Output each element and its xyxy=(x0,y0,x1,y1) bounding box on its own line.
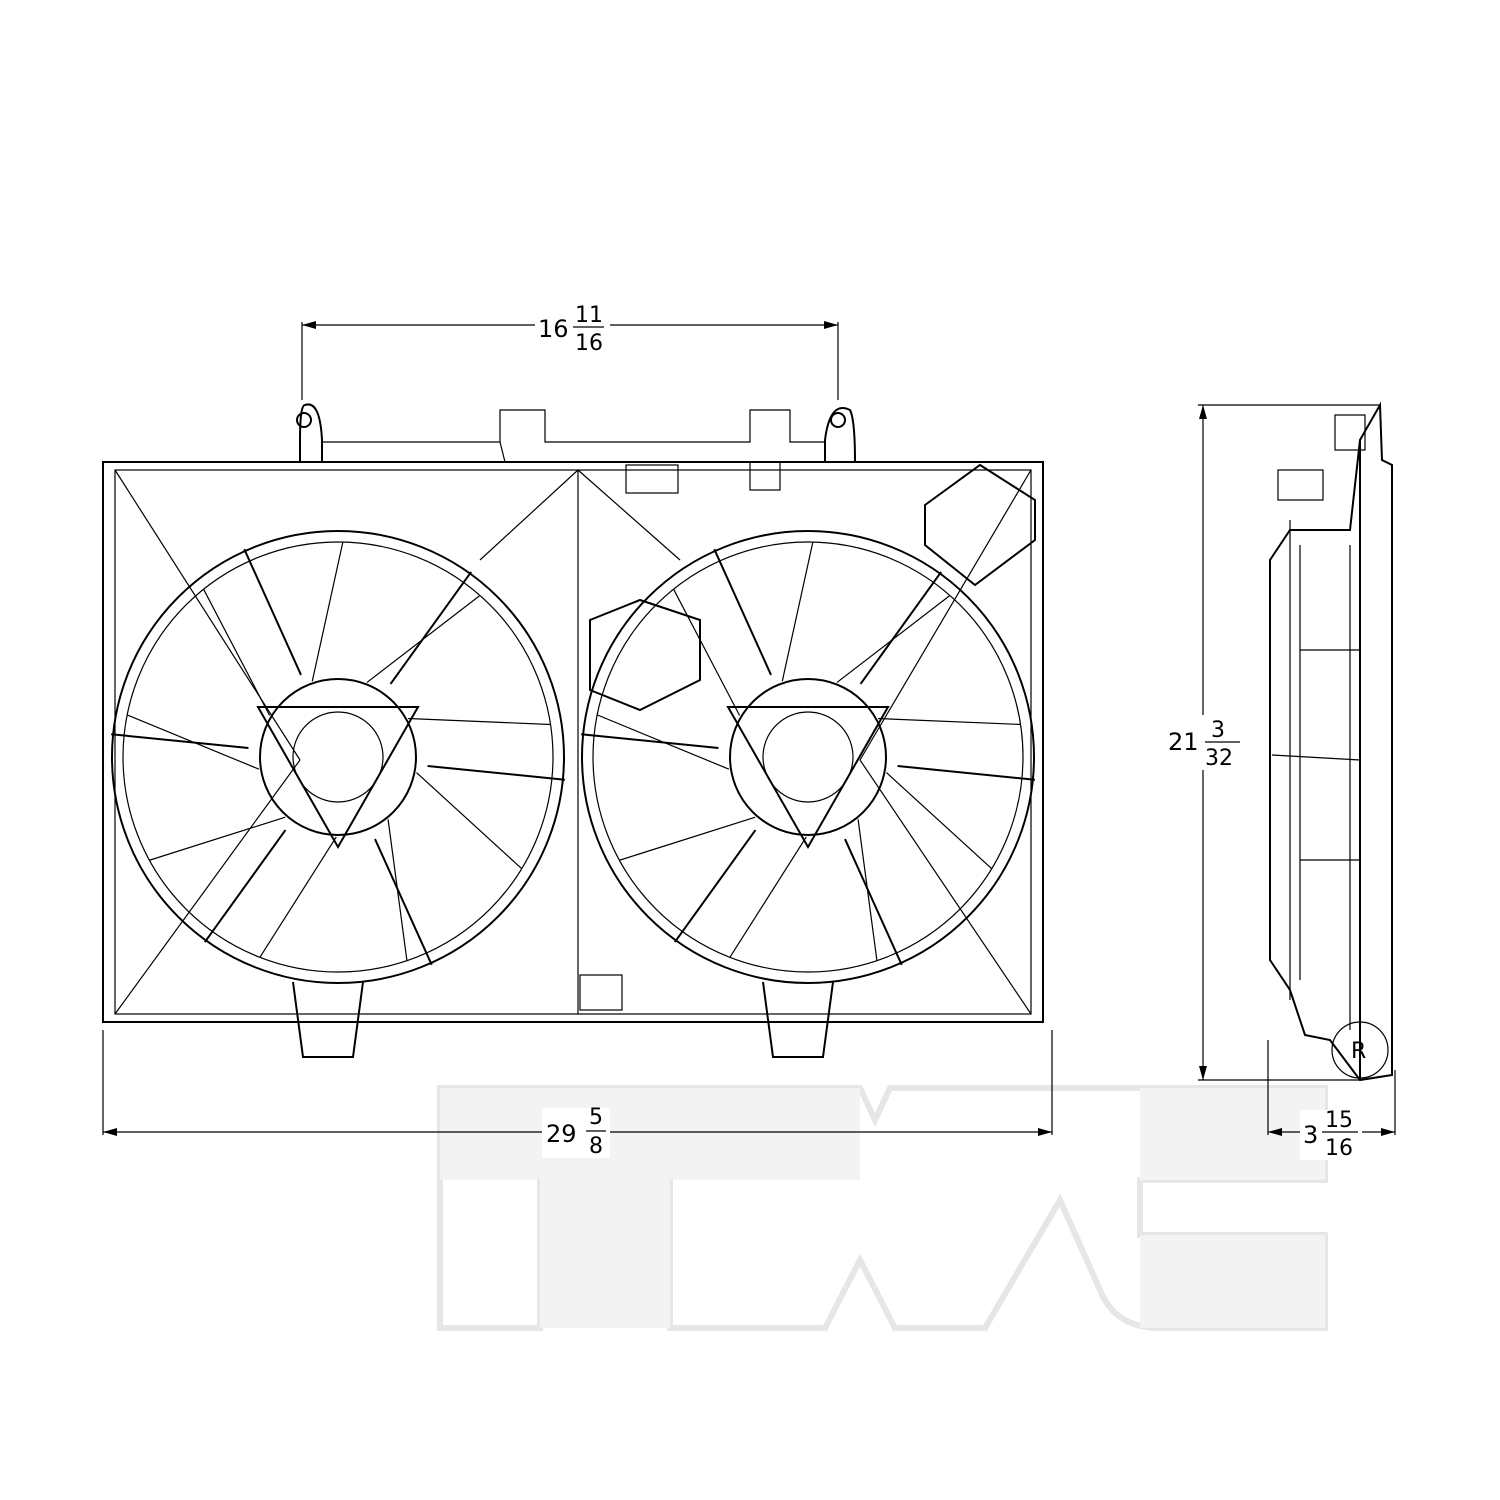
svg-text:3: 3 xyxy=(1303,1121,1318,1149)
front-view xyxy=(102,403,1044,1023)
fan-strut xyxy=(859,571,942,685)
fan-strut xyxy=(427,764,565,781)
shroud-rib xyxy=(114,759,301,1015)
fan-blade-edge xyxy=(729,836,807,958)
fan-blade-edge xyxy=(619,816,756,861)
shroud-rib xyxy=(859,759,1032,1015)
svg-text:29: 29 xyxy=(546,1120,577,1148)
registered-mark-circle xyxy=(1331,1021,1389,1079)
svg-text:16: 16 xyxy=(1325,1136,1353,1161)
controller-module xyxy=(924,463,1036,587)
fan-blade-edge xyxy=(203,588,271,716)
dimension-depth: 3 15 16 xyxy=(1267,1040,1396,1161)
fan-right xyxy=(581,530,1035,1058)
fan-left xyxy=(111,530,565,1058)
svg-text:8: 8 xyxy=(589,1134,603,1159)
motor-housing xyxy=(259,678,417,836)
fan-blade-edge xyxy=(673,588,741,716)
fan-strut xyxy=(713,548,772,676)
fan-ring xyxy=(581,530,1035,984)
fan-strut xyxy=(581,733,719,750)
fan-strut xyxy=(111,733,249,750)
fan-blade-edge xyxy=(408,717,551,726)
svg-text:15: 15 xyxy=(1325,1108,1353,1133)
motor-housing xyxy=(729,678,887,836)
fan-blade-edge xyxy=(781,541,814,682)
lower-mount xyxy=(762,981,834,1058)
lower-mount xyxy=(292,981,364,1058)
svg-text:5: 5 xyxy=(589,1105,603,1130)
fan-blade-edge xyxy=(259,836,337,958)
fan-blade-edge xyxy=(311,541,344,682)
shroud-frame xyxy=(102,461,1044,1023)
side-view: R xyxy=(1269,401,1393,1082)
fan-strut xyxy=(374,838,433,966)
fan-blade-edge xyxy=(878,717,1021,726)
svg-text:32: 32 xyxy=(1205,746,1233,771)
fan-strut xyxy=(674,829,757,943)
motor-bracket xyxy=(256,706,420,850)
fan-blade-edge xyxy=(149,816,286,861)
resistor-module xyxy=(589,598,701,712)
registered-mark: R xyxy=(1351,1039,1366,1064)
fan-strut xyxy=(844,838,903,966)
svg-text:16: 16 xyxy=(575,331,603,356)
fan-strut xyxy=(897,764,1035,781)
svg-text:3: 3 xyxy=(1211,718,1225,743)
fan-blade-edge xyxy=(416,772,523,870)
mount-tab-right xyxy=(824,407,856,463)
fan-ring xyxy=(111,530,565,984)
shroud-rib xyxy=(479,469,579,561)
shroud-rib xyxy=(577,469,681,561)
tyc-watermark-logo xyxy=(437,1085,1328,1331)
shroud-rib xyxy=(859,469,1032,761)
shroud-rib xyxy=(114,469,301,761)
dimension-fan-spacing: 16 11 16 xyxy=(301,303,839,400)
fan-strut xyxy=(389,571,472,685)
dimension-overall-height: 21 3 32 xyxy=(1165,404,1380,1081)
fan-strut xyxy=(204,829,287,943)
motor-bracket xyxy=(726,706,890,850)
fan-strut xyxy=(243,548,302,676)
svg-text:16: 16 xyxy=(538,315,569,343)
svg-text:21: 21 xyxy=(1168,728,1199,756)
fan-blade-edge xyxy=(886,772,993,870)
svg-text:11: 11 xyxy=(575,303,603,328)
dimension-overall-width: 29 5 8 xyxy=(102,1030,1053,1159)
